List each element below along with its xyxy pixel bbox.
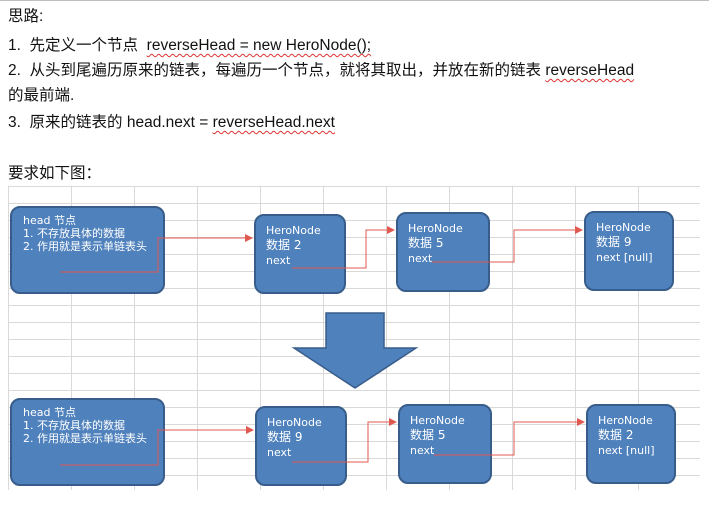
hero-node-class: HeroNode (596, 221, 651, 234)
hero-node-data: 数据 9 (267, 430, 303, 444)
step-3-code: reverseHead.next (212, 114, 335, 131)
head-node-note-1: 1. 不存放具体的数据 (23, 227, 125, 240)
hero-node-data: 数据 2 (266, 238, 302, 252)
link-node2-to-node3-after (434, 418, 585, 456)
head-node-note-2: 2. 作用就是表示单链表头 (23, 240, 147, 253)
hero-node-before-2: HeroNode 数据 5 next (396, 212, 490, 292)
hero-node-class: HeroNode (408, 222, 463, 235)
link-node1-to-node2-after (292, 418, 397, 463)
link-node1-to-node2-before (292, 226, 395, 269)
step-3-text: 3. 原来的链表的 head.next = (8, 114, 213, 131)
step-1-code: reverseHead = new HeroNode(); (146, 37, 372, 54)
down-arrow (291, 312, 419, 389)
hero-node-next: next (266, 254, 291, 267)
hero-node-next: next [null] (598, 444, 655, 457)
head-node-title: head 节点 (23, 406, 76, 419)
head-node-before: head 节点 1. 不存放具体的数据 2. 作用就是表示单链表头 (10, 206, 165, 294)
hero-node-data: 数据 9 (596, 235, 632, 249)
hero-node-next: next (410, 444, 435, 457)
step-3: 3. 原来的链表的 head.next = reverseHead.next (8, 110, 335, 132)
step-2-continued: 的最前端. (8, 87, 75, 104)
hero-node-after-2: HeroNode 数据 5 next (398, 404, 492, 484)
hero-node-class: HeroNode (267, 416, 322, 429)
link-head-to-node-after (60, 426, 254, 466)
hero-node-before-3: HeroNode 数据 9 next [null] (584, 211, 674, 291)
step-1: 1. 先定义一个节点 reverseHead = new HeroNode(); (8, 33, 371, 55)
hero-node-data: 数据 5 (410, 428, 446, 442)
requirement-label: 要求如下图： (8, 165, 102, 182)
hero-node-data: 数据 5 (408, 236, 444, 250)
step-1-text: 1. 先定义一个节点 (8, 37, 147, 54)
hero-node-class: HeroNode (266, 224, 321, 237)
hero-node-class: HeroNode (598, 414, 653, 427)
step-2: 2. 从头到尾遍历原来的链表，每遍历一个节点，就将其取出，并放在新的链表 rev… (8, 58, 634, 80)
hero-node-data: 数据 2 (598, 428, 634, 442)
head-node-note-2: 2. 作用就是表示单链表头 (23, 432, 147, 445)
head-node-title: head 节点 (23, 214, 76, 227)
hero-node-before-1: HeroNode 数据 2 next (254, 214, 346, 294)
intro-title: 思路: (8, 8, 44, 25)
hero-node-after-3: HeroNode 数据 2 next [null] (586, 404, 676, 484)
head-node-after: head 节点 1. 不存放具体的数据 2. 作用就是表示单链表头 (10, 398, 165, 486)
head-node-note-1: 1. 不存放具体的数据 (23, 419, 125, 432)
link-node2-to-node3-before (432, 226, 583, 263)
hero-node-next: next (267, 446, 292, 459)
hero-node-next: next (408, 252, 433, 265)
hero-node-after-1: HeroNode 数据 9 next (255, 406, 347, 486)
hero-node-class: HeroNode (410, 414, 465, 427)
step-2-text: 2. 从头到尾遍历原来的链表，每遍历一个节点，就将其取出，并放在新的链表 (8, 62, 546, 79)
link-head-to-node-before (60, 234, 253, 273)
hero-node-next: next [null] (596, 251, 653, 264)
step-2-code: reverseHead (545, 62, 635, 79)
top-border (0, 0, 709, 1)
